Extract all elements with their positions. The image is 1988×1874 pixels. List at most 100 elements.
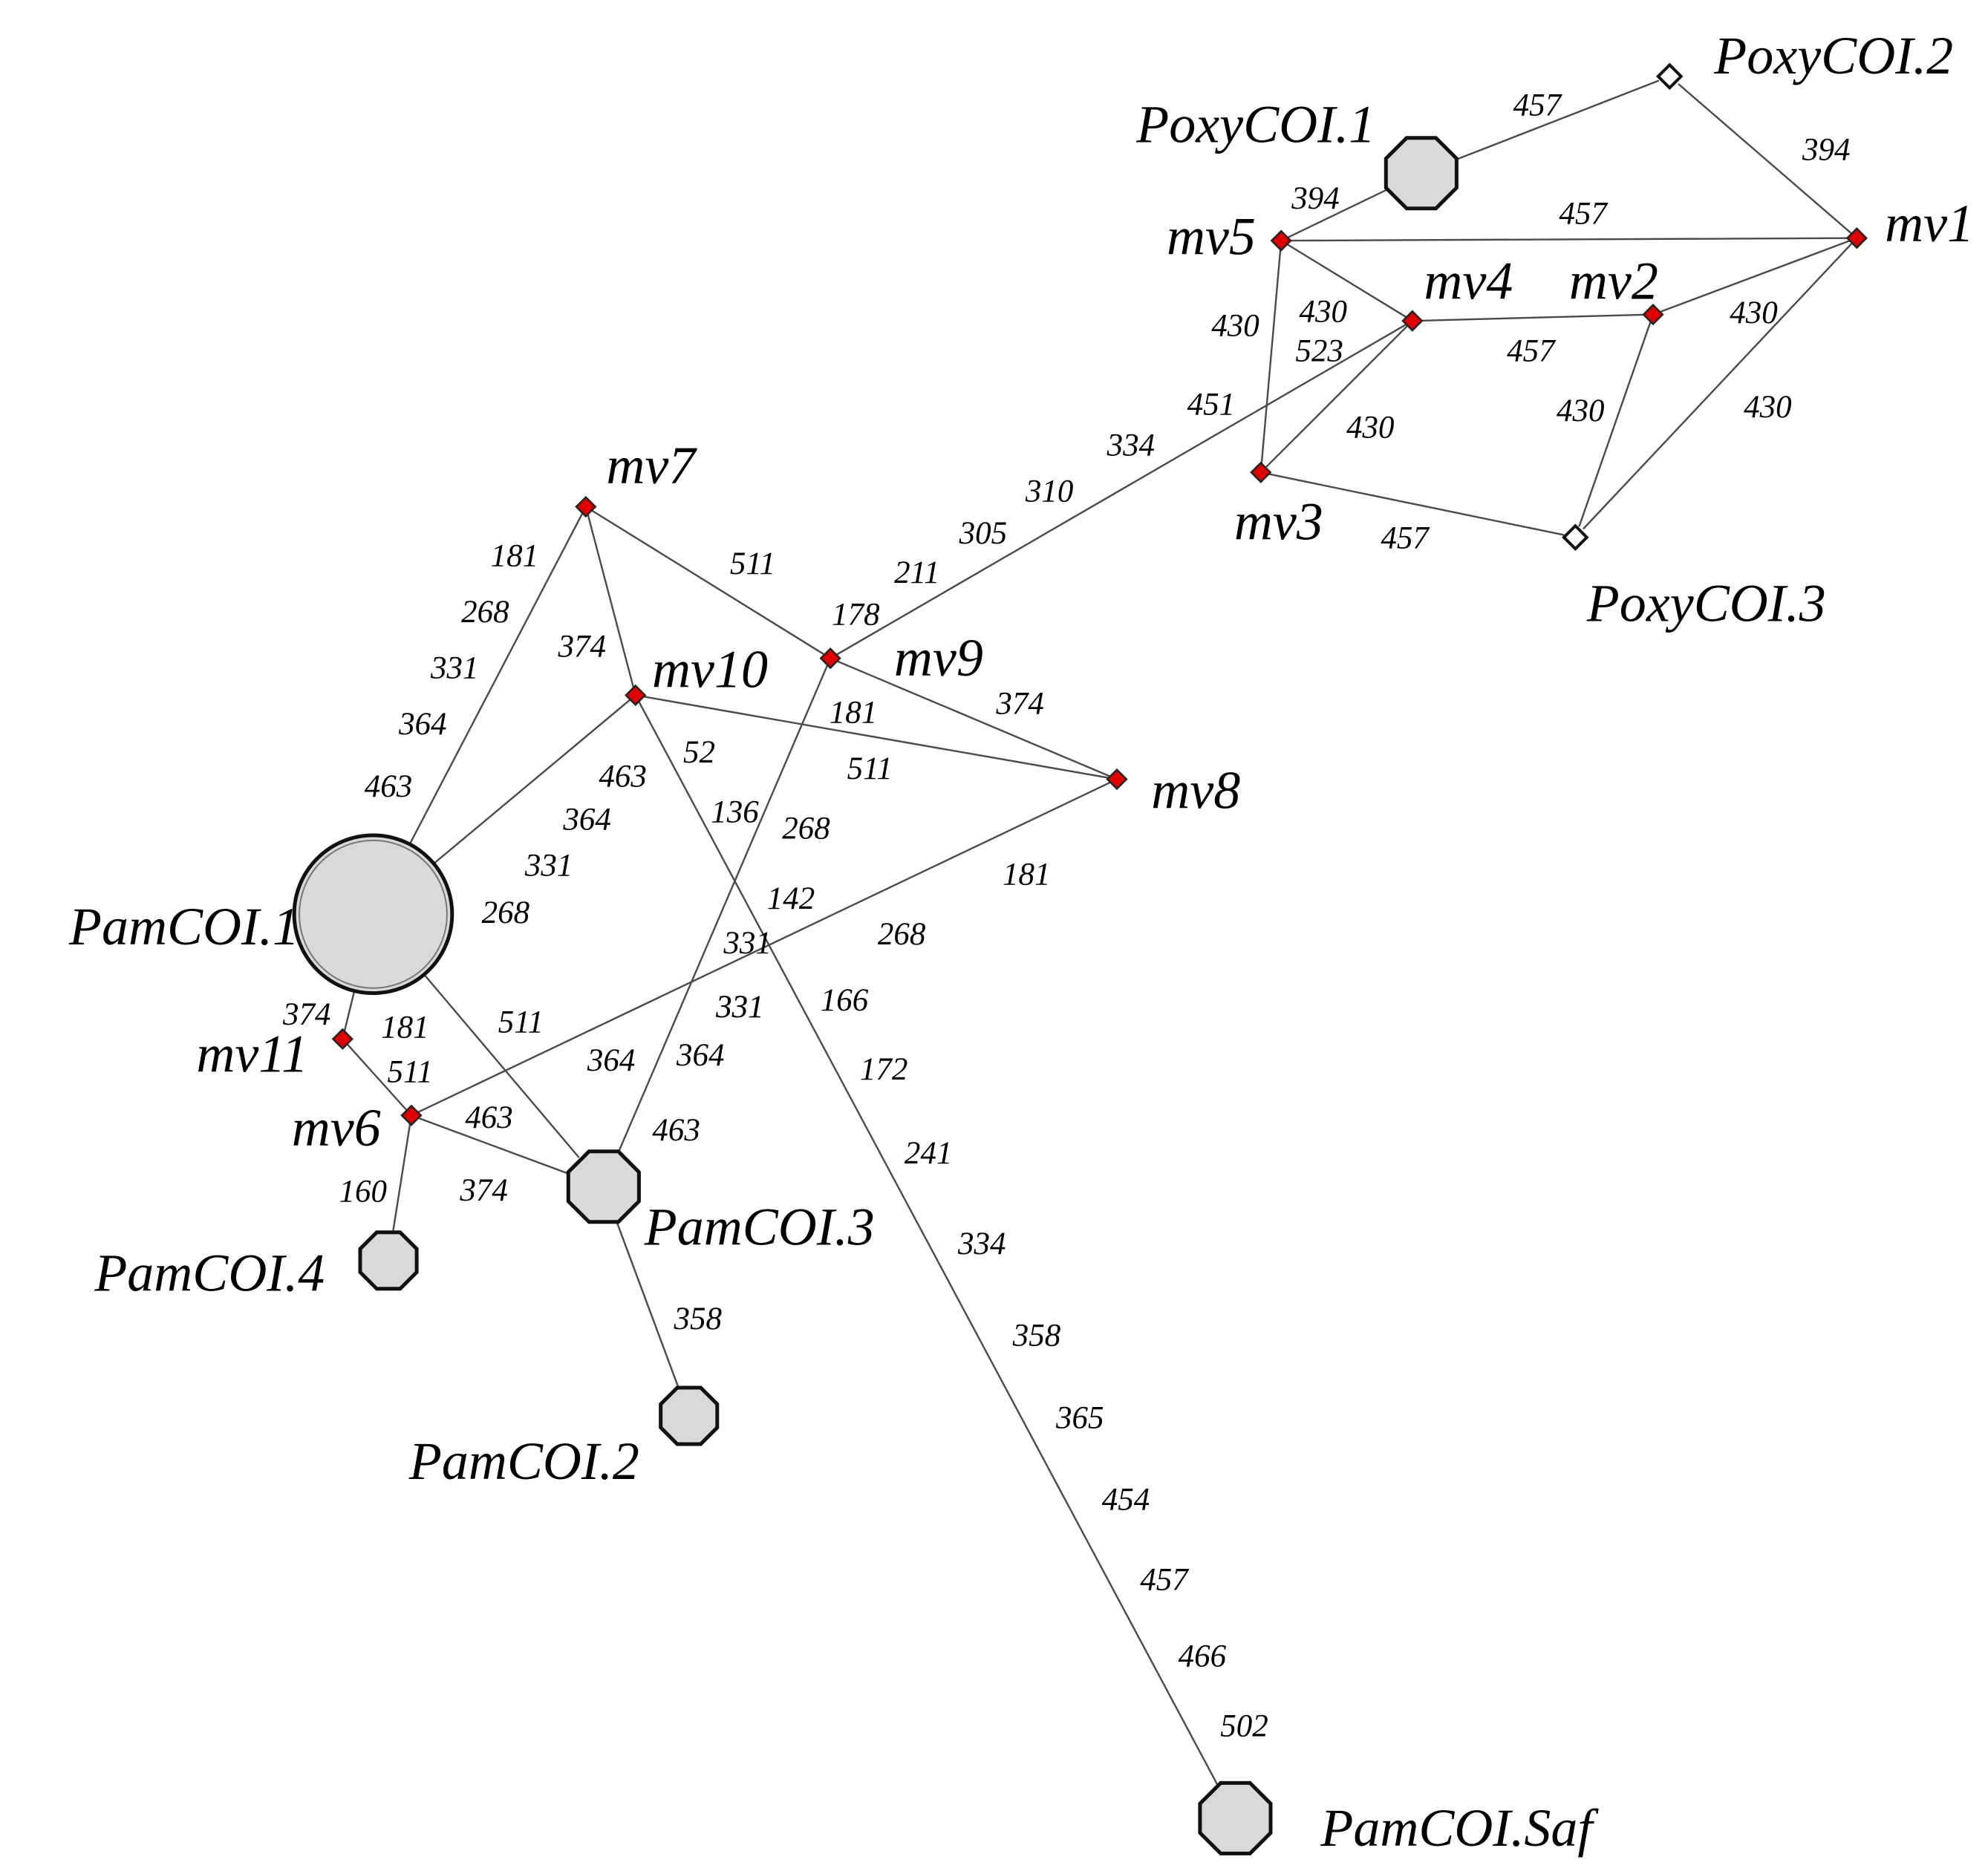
mutation-label: 457 (1513, 88, 1562, 123)
edge-pamcoi-1-pamcoi-3 (423, 973, 580, 1158)
haplotype-node-pamcoi-2 (659, 1385, 720, 1446)
edge-mv9-mv8 (837, 660, 1110, 777)
mutation-label: 430 (1557, 394, 1605, 428)
mutation-label: 466 (1179, 1639, 1227, 1674)
median-vector-label-mv11: mv11 (196, 1024, 308, 1083)
edge-pamcoi-3-pamcoi-2 (616, 1222, 679, 1388)
haplotype-label-poxycoi-3: PoxyCOI.3 (1586, 573, 1826, 633)
mutation-label: 394 (1802, 133, 1851, 168)
mutation-label: 457 (1381, 521, 1430, 556)
mutation-label: 374 (459, 1173, 508, 1208)
edge-mv8-mv6 (417, 781, 1111, 1113)
haplotype-node-pamcoi-saf (1198, 1780, 1273, 1855)
mutation-label: 430 (1744, 390, 1792, 425)
edge-pamcoi-1-mv11 (343, 990, 356, 1032)
mutation-label: 181 (1003, 857, 1051, 892)
mutation-label: 166 (821, 983, 869, 1018)
mutation-label: 52 (683, 735, 715, 770)
median-vector-node-mv11 (331, 1028, 353, 1051)
edge-mv4-mv3 (1265, 325, 1408, 468)
mutation-label: 511 (730, 546, 775, 581)
haplotype-label-pamcoi-4: PamCOI.4 (94, 1243, 325, 1302)
mutation-label: 374 (282, 997, 331, 1032)
mutation-label: 463 (465, 1100, 513, 1135)
mutation-label: 502 (1220, 1709, 1268, 1744)
median-vector-label-mv10: mv10 (652, 639, 768, 699)
edge-mv9-pamcoi-3 (618, 665, 829, 1152)
mutation-label: 463 (599, 759, 647, 794)
haplotype-node-poxycoi-2 (1656, 62, 1684, 91)
mutation-label: 365 (1055, 1401, 1104, 1436)
mutation-label: 358 (674, 1302, 723, 1336)
median-vector-node-mv4 (1401, 310, 1424, 332)
mutation-label: 454 (1102, 1482, 1150, 1517)
haplotype-label-pamcoi-2: PamCOI.2 (408, 1431, 639, 1491)
mutation-label: 430 (1730, 296, 1778, 330)
mutation-label: 310 (1025, 474, 1074, 509)
haplotype-label-pamcoi-3: PamCOI.3 (644, 1198, 875, 1257)
mutation-label: 364 (562, 803, 611, 838)
median-vector-node-mv10 (625, 684, 647, 706)
mutation-label: 331 (524, 848, 573, 883)
edge-mv2-poxycoi-3 (1578, 321, 1652, 527)
edge-mv5-mv4 (1287, 244, 1407, 318)
edge-poxycoi-2-mv1 (1678, 83, 1852, 234)
edge-mv7-mv9 (591, 509, 825, 656)
mutation-label: 211 (894, 555, 939, 590)
edge-mv5-mv1 (1288, 237, 1850, 242)
haplotype-label-pamcoi-1: PamCOI.1 (68, 897, 299, 956)
mutation-label: 511 (498, 1005, 544, 1039)
haplotype-node-inner-ring (299, 839, 448, 989)
edge-layer (343, 79, 1853, 1786)
mutation-label: 181 (381, 1010, 429, 1045)
mutation-label: 331 (723, 926, 772, 961)
edge-poxycoi-1-mv5 (1287, 189, 1388, 238)
mutation-label: 511 (388, 1054, 433, 1089)
median-vector-node-mv3 (1250, 461, 1272, 483)
mutation-label: 358 (1012, 1318, 1061, 1353)
mutation-label: 268 (878, 917, 926, 952)
median-vector-node-mv9 (819, 647, 841, 670)
haplotype-node-pamcoi-1 (292, 833, 454, 996)
mutation-label: 364 (587, 1043, 636, 1078)
mutation-label: 430 (1346, 411, 1395, 445)
mutation-label: 334 (1107, 428, 1156, 463)
edge-mv10-pamcoi-1 (433, 699, 630, 865)
mutation-label: 178 (832, 598, 880, 633)
median-vector-label-mv1: mv1 (1885, 194, 1974, 253)
median-vector-node-mv5 (1270, 229, 1292, 252)
mutation-label: 374 (557, 629, 606, 664)
edge-mv1-poxycoi-3 (1583, 243, 1853, 530)
mutation-label: 331 (715, 990, 764, 1025)
mutation-label: 457 (1140, 1563, 1189, 1598)
mutation-label: 511 (847, 751, 893, 786)
median-vector-label-mv9: mv9 (894, 628, 983, 688)
edge-mv5-mv3 (1260, 248, 1282, 466)
mutation-label: 142 (767, 881, 815, 916)
median-vector-label-mv7: mv7 (606, 436, 697, 495)
mutation-label: 364 (676, 1038, 725, 1073)
mutation-label: 523 (1295, 334, 1343, 369)
edge-mv2-mv1 (1660, 240, 1851, 313)
mutation-label: 241 (905, 1136, 953, 1171)
mutation-label: 160 (339, 1174, 388, 1209)
edge-mv7-mv10 (587, 514, 635, 688)
mutation-label: 181 (491, 539, 539, 574)
mutation-label: 331 (715, 990, 764, 1025)
mutation-label: 430 (1300, 294, 1348, 329)
mutation-label: 463 (365, 769, 413, 804)
mutation-label: 374 (995, 687, 1044, 722)
median-vector-node-mv8 (1106, 768, 1128, 791)
median-vector-label-mv6: mv6 (292, 1098, 381, 1158)
median-vector-node-mv6 (400, 1104, 423, 1126)
edge-mv3-poxycoi-3 (1268, 473, 1565, 536)
haplotype-node-poxycoi-3 (1562, 523, 1589, 551)
edge-mv6-pamcoi-3 (418, 1117, 569, 1175)
mutation-label: 268 (782, 812, 830, 846)
haplotype-node-poxycoi-1 (1384, 136, 1459, 211)
mutation-label: 268 (461, 595, 509, 630)
median-vector-node-mv7 (575, 495, 597, 518)
haplotype-label-poxycoi-1: PoxyCOI.1 (1135, 94, 1375, 154)
median-vector-label-mv8: mv8 (1151, 760, 1240, 820)
